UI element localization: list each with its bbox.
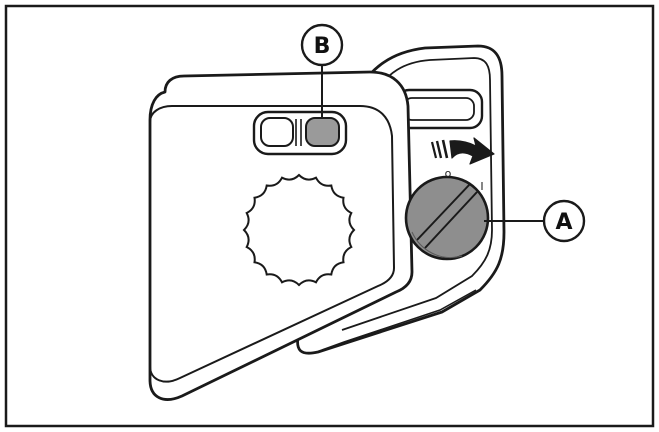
toothed-dial-outline: [242, 173, 356, 287]
callout-b: B: [300, 23, 344, 118]
dial-mark-on: I: [480, 180, 483, 193]
callout-a: A: [484, 199, 586, 243]
callout-b-label: B: [314, 34, 331, 59]
front-panel: [148, 70, 414, 401]
rotary-knob-icon: [404, 175, 490, 261]
front-panel-face: [149, 105, 396, 383]
toothed-dial-icon: [242, 173, 356, 287]
callout-a-circle: [542, 199, 586, 243]
rear-housing-inner-edge: [341, 57, 493, 331]
callout-a-label: A: [555, 210, 572, 235]
indicator-window: [252, 110, 348, 156]
indicator-lamp-b: [305, 117, 340, 147]
dial-mark-off: o: [445, 167, 452, 180]
rotate-arrow-icon: [430, 137, 495, 165]
callout-b-circle: [300, 23, 344, 67]
rear-housing-bottom-lip: [321, 289, 477, 351]
indicator-lamp-left: [260, 117, 294, 147]
